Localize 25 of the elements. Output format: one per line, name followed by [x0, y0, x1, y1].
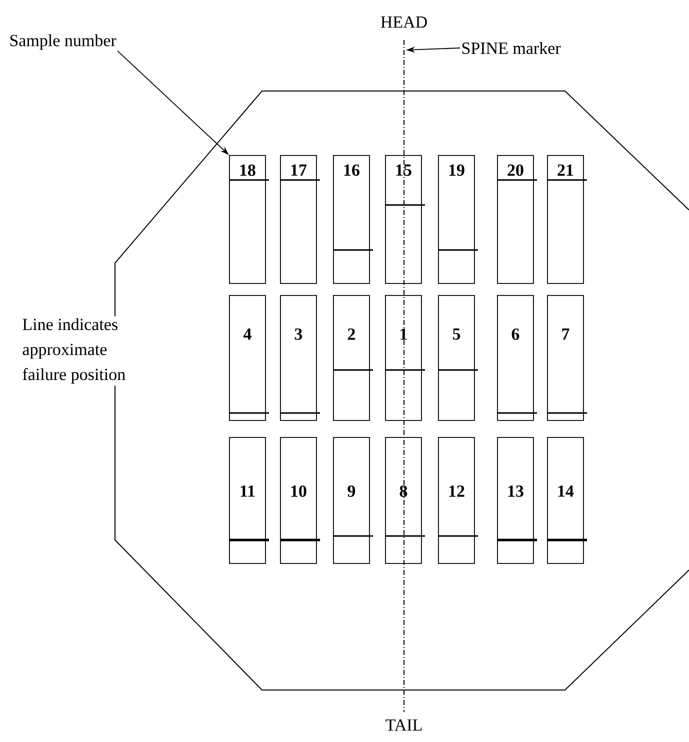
sample-box: 4: [229, 295, 266, 421]
text-label: Sample number: [8, 33, 118, 51]
sample-box: 10: [280, 437, 317, 564]
sample-box: 13: [497, 437, 534, 564]
sample-box: 21: [547, 155, 584, 284]
end-label: TAIL: [384, 718, 424, 732]
sample-box: 11: [229, 437, 266, 564]
sample-box: 12: [438, 437, 475, 564]
sample-box: 5: [438, 295, 475, 421]
sample-box: 7: [547, 295, 584, 421]
sample-box: 3: [280, 295, 317, 421]
sample-box: 18: [229, 155, 266, 284]
sample-box: 20: [497, 155, 534, 284]
sample-box: 6: [497, 295, 534, 421]
sample-box: 16: [333, 155, 370, 284]
sample-box: 2: [333, 295, 370, 421]
note-text: Line indicates approximate failure position: [20, 316, 136, 386]
sample-box: 15: [385, 155, 422, 284]
end-label: HEAD: [379, 15, 429, 29]
sample-box: 19: [438, 155, 475, 284]
text-label: SPINE marker: [460, 41, 562, 55]
sample-box: 14: [547, 437, 584, 564]
sample-box: 17: [280, 155, 317, 284]
sample-box: 9: [333, 437, 370, 564]
sample-box: 8: [385, 437, 422, 564]
